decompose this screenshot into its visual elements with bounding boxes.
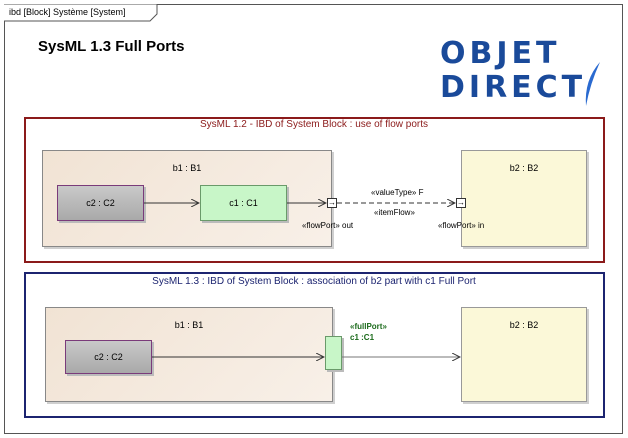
- section-flow-ports-title: SysML 1.2 - IBD of System Block : use of…: [199, 119, 429, 130]
- logo-swoosh-icon: [585, 62, 600, 106]
- part-c2-full-port[interactable]: c2 : C2: [65, 340, 152, 374]
- flow-value-type-label: «valueType» F: [371, 188, 424, 197]
- logo-line-1: OBJET: [440, 36, 561, 71]
- flow-port-out-icon[interactable]: →: [327, 198, 337, 208]
- block-b1-full-port-label: b1 : B1: [174, 320, 204, 330]
- block-b2-full-port[interactable]: b2 : B2: [461, 307, 587, 402]
- block-b2-label: b2 : B2: [509, 163, 539, 173]
- full-port-stereotype: «fullPort»: [350, 322, 387, 331]
- full-port-c1[interactable]: [325, 336, 342, 370]
- part-c2-label: c2 : C2: [86, 198, 115, 208]
- part-c1[interactable]: c1 : C1: [200, 185, 287, 221]
- block-b2[interactable]: b2 : B2: [461, 150, 587, 247]
- item-flow-label: «itemFlow»: [374, 208, 415, 217]
- block-b1-label: b1 : B1: [172, 163, 202, 173]
- full-port-name: c1 :C1: [350, 333, 375, 342]
- block-b2-full-port-label: b2 : B2: [509, 320, 539, 330]
- part-c2-full-port-label: c2 : C2: [94, 352, 123, 362]
- flow-port-in-icon[interactable]: →: [456, 198, 466, 208]
- logo-line-2: DIRECT: [440, 70, 587, 105]
- flow-port-in-label: «flowPort» in: [438, 221, 485, 230]
- page-title: SysML 1.3 Full Ports: [38, 38, 185, 55]
- flow-port-out-label: «flowPort» out: [302, 221, 354, 230]
- section-full-ports: [24, 272, 605, 418]
- part-c2[interactable]: c2 : C2: [57, 185, 144, 221]
- section-full-ports-title: SysML 1.3 : IBD of System Block : associ…: [152, 276, 476, 287]
- section-flow-ports: [24, 117, 605, 263]
- part-c1-label: c1 : C1: [229, 198, 258, 208]
- frame-tab: [4, 4, 158, 22]
- diagram-frame: [4, 4, 623, 434]
- frame-label: ibd [Block] Système [System]: [9, 7, 126, 17]
- objet-direct-logo: OBJET DIRECT: [440, 36, 602, 108]
